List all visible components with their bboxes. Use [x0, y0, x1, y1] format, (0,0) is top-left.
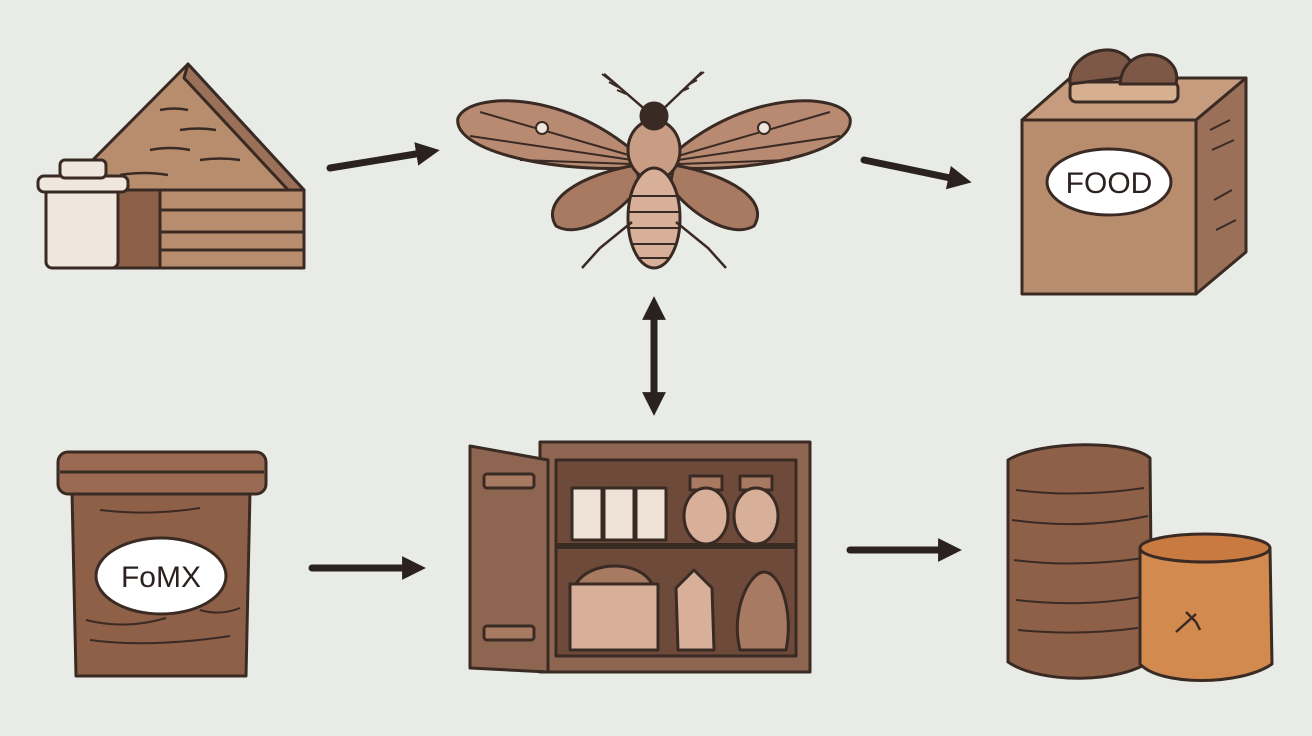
fomx-tin-node: FoMX: [56, 450, 268, 678]
arrow-wood-to-moth: [326, 142, 440, 172]
food-box-node: FOOD: [1020, 48, 1248, 296]
moth-node: [456, 71, 852, 270]
storage-containers-icon: [1006, 443, 1274, 682]
fomx-label: FoMX: [121, 561, 201, 594]
edges: [308, 142, 972, 580]
arrow-moth-to-food: [860, 156, 972, 190]
cup-icon: [36, 158, 130, 270]
fomx-label-oval: [94, 536, 228, 616]
bread-loaf-icon: [1068, 48, 1180, 104]
containers-node: [1006, 443, 1274, 682]
wooden-shed-icon: [56, 62, 306, 270]
pantry-node: [468, 440, 812, 674]
food-label: FOOD: [1066, 167, 1153, 200]
food-label-oval: [1045, 147, 1173, 217]
wood-pile-node: [36, 62, 306, 270]
pantry-cabinet-icon: [468, 440, 812, 674]
moth-icon: [456, 71, 852, 270]
